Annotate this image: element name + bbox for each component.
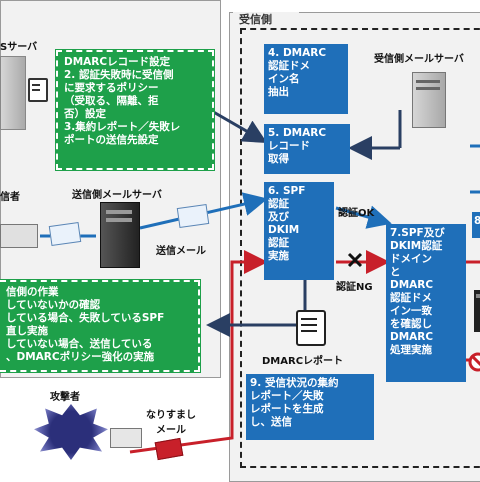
step7-line: 7.SPF及び [390, 227, 445, 239]
step4-line: 抽出 [268, 86, 289, 98]
step4-box: 4. DMARC 認証ドメ イン名 抽出 [264, 44, 348, 114]
ng-x-icon [347, 252, 363, 268]
dmarc-setup-line: 否）設定 [64, 108, 106, 120]
arrow-record-to-step5 [209, 108, 268, 143]
receiving-server-label: 受信側メールサーバ [374, 54, 464, 65]
step5-line: 5. DMARC [268, 127, 327, 139]
arrow-step6-to-step7-ok [335, 205, 392, 229]
dmarc-setup-line: 3.集約レポート／失敗レ [64, 121, 181, 133]
step7-line: 認証ドメ [390, 292, 432, 304]
step6-box: 6. SPF 認証 及び DKIM 認証 実施 [264, 182, 334, 280]
step7-line: と [390, 266, 401, 278]
dmarc-setup-line: ポートの送信先設定 [64, 134, 159, 146]
sender-task-line: 、DMARCポリシー強化の実施 [6, 351, 155, 363]
sender-task-line: していないかの確認 [6, 299, 101, 311]
report-document-icon [296, 310, 326, 346]
auth-ng-label: 認証NG [336, 282, 373, 293]
sender-server-label: Sサーバ [0, 42, 38, 53]
step4-line: イン名 [268, 73, 300, 85]
step7-line: を確認し [390, 318, 432, 330]
step9-line: レポートを生成 [250, 403, 324, 415]
step6-line: DKIM [268, 224, 300, 236]
spoof-mail-line: メール [156, 425, 186, 436]
receiver-dashed-area [240, 28, 480, 468]
cut-server-icon [474, 290, 480, 332]
step5-line: レコード [268, 140, 310, 152]
auth-ok-label: 認証OK [338, 208, 375, 219]
dmarc-setup-line: に要求するポリシー [64, 82, 159, 94]
step5-line: 取得 [268, 153, 289, 165]
envelope-icon [48, 222, 82, 246]
attacker-laptop-icon [110, 428, 142, 448]
dmarc-setup-box: DMARCレコード設定 2. 認証失敗時に受信側 に要求するポリシー （受取る、… [55, 49, 215, 171]
no-entry-icon [468, 352, 480, 372]
step6-line: 実施 [268, 250, 289, 262]
step9-line: レポート／失敗 [250, 390, 324, 402]
step9-line: 9. 受信状況の集約 [250, 377, 339, 389]
sending-server-label: 送信側メールサーバ [72, 190, 162, 201]
step8-box: 8 [472, 212, 480, 238]
dmarc-setup-line: （受取る、隔離、拒 [64, 95, 159, 107]
step6-line: 及び [268, 211, 289, 223]
step4-line: 4. DMARC [268, 47, 327, 59]
spoof-mail-label: なりすまし メール [146, 406, 196, 436]
step5-box: 5. DMARC レコード 取得 [264, 124, 350, 174]
step9-line: し、送信 [250, 416, 292, 428]
sender-task-line: している場合、失敗しているSPF [6, 312, 165, 324]
sender-task-line: 信側の作業 [6, 286, 59, 298]
step7-line: 処理実施 [390, 344, 432, 356]
sender-server-icon [0, 56, 26, 130]
receiver-panel-title: 受信側 [233, 12, 299, 28]
sender-task-line: していない場合、送信している [6, 338, 153, 350]
step6-line: 6. SPF [268, 185, 306, 197]
sender-tasks-box: 信側の作業 していないかの確認 している場合、失敗しているSPF 直し実施 して… [0, 279, 201, 373]
step7-line: DKIM認証 [390, 240, 443, 252]
step7-line: イン一致 [390, 305, 432, 317]
step7-box: 7.SPF及び DKIM認証 ドメイン と DMARC 認証ドメ イン一致 を確… [386, 224, 466, 382]
attacker-label: 攻撃者 [50, 392, 80, 403]
step4-line: 認証ドメ [268, 60, 310, 72]
dmarc-setup-line: 2. 認証失敗時に受信側 [64, 69, 174, 81]
step6-line: 認証 [268, 198, 289, 210]
report-label: DMARCレポート [262, 356, 344, 367]
dmarc-setup-line: DMARCレコード設定 [64, 56, 171, 68]
sender-label: 信者 [0, 192, 20, 203]
spoof-mail-line: なりすまし [146, 410, 196, 421]
step7-line: DMARC [390, 279, 434, 291]
sender-task-line: 直し実施 [6, 325, 48, 337]
send-mail-label: 送信メール [156, 246, 206, 257]
step7-line: ドメイン [390, 253, 432, 265]
step7-line: DMARC [390, 331, 434, 343]
step9-box: 9. 受信状況の集約 レポート／失敗 レポートを生成 し、送信 [246, 374, 374, 440]
envelope-icon [176, 204, 210, 228]
laptop-icon [0, 224, 38, 248]
step6-line: 認証 [268, 237, 289, 249]
